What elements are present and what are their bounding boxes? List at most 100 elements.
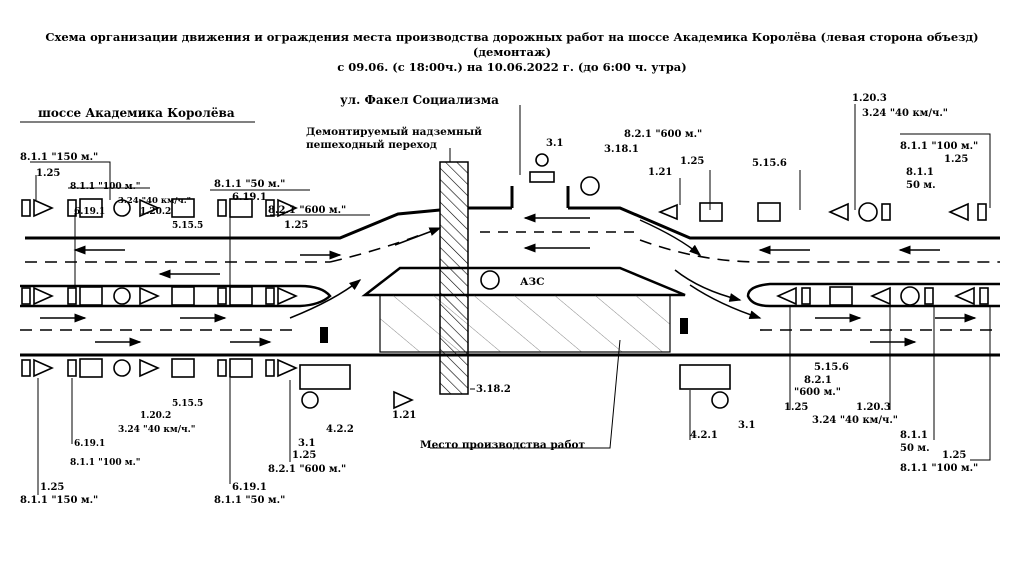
sign-label: 3.24 "40 км/ч." — [118, 196, 191, 206]
no-entry-sign-icon — [529, 171, 555, 183]
sign-label: 1.25 — [36, 168, 60, 179]
crossing-label-line2: пешеходный переход — [306, 139, 437, 151]
lane-markings — [20, 231, 1000, 331]
no-turn-sign-icon — [580, 176, 600, 196]
sign-label: 8.1.1 "100 м." — [70, 182, 140, 192]
lane-sign-icon — [79, 198, 103, 218]
sign-label: "600 м." — [794, 387, 841, 398]
leader-lines — [30, 104, 991, 495]
sign-group-center-top — [480, 153, 987, 290]
lane-sign-icon — [829, 286, 853, 306]
sign-label: 1.25 — [680, 156, 704, 167]
circle-sign-icon — [113, 359, 131, 377]
pedestrian-crossing — [439, 161, 469, 395]
sign-label: 50 м. — [906, 180, 936, 191]
sign-label: 1.25 — [40, 482, 64, 493]
sign-label: 4.2.2 — [326, 424, 354, 435]
sign-label: 1.21 — [392, 410, 416, 421]
sign-label: 8.2.1 — [804, 375, 832, 386]
sign-label: 8.2.1 "600 м." — [268, 464, 346, 475]
lane-sign-icon — [79, 286, 103, 306]
circle-sign-icon — [711, 391, 729, 409]
circle-sign-icon — [900, 286, 920, 306]
lane-sign-icon — [229, 286, 253, 306]
street-name-main: шоссе Академика Королёва — [38, 106, 235, 120]
sign-label: 1.25 — [284, 220, 308, 231]
traffic-light-icon — [680, 318, 688, 334]
sign-label: 3.24 "40 км/ч." — [118, 425, 195, 435]
work-zone-label: Место производства работ — [420, 439, 585, 451]
sign-label: 3.1 — [298, 438, 315, 449]
sign-group-right-median — [679, 286, 989, 409]
sign-label: 1.20.2 — [140, 411, 171, 421]
triangle-sign-icon — [277, 286, 298, 306]
sign-label: 3.18.1 — [604, 144, 639, 155]
street-name-cross: ул. Факел Социализма — [340, 93, 499, 107]
sign-plate — [67, 287, 77, 305]
circle-sign-icon — [113, 287, 131, 305]
sign-label: 8.1.1 "150 м." — [20, 152, 98, 163]
sign-label: 6.19.1 — [232, 482, 267, 493]
triangle-sign-icon — [776, 286, 797, 306]
lane-sign-icon — [79, 358, 103, 378]
traffic-light-icon — [320, 327, 328, 343]
diagram-subtitle: (демонтаж) — [472, 45, 552, 59]
diagram-title: Схема организации движения и ограждения … — [45, 30, 979, 44]
sign-label: 8.1.1 "50 м." — [214, 179, 285, 190]
triangle-sign-icon — [393, 390, 414, 410]
sign-label: 6.19.1 — [232, 192, 267, 203]
sign-label: 8.1.1 "100 м." — [70, 458, 140, 468]
triangle-sign-icon — [139, 286, 160, 306]
sign-label: 1.25 — [784, 402, 808, 413]
sign-label: 3.24 "40 км/ч." — [812, 415, 898, 426]
sign-group-top-left — [21, 198, 298, 218]
sign-label: 8.2.1 "600 м." — [624, 129, 702, 140]
sign-label: 8.1.1 "150 м." — [20, 495, 98, 506]
lane-sign-icon — [171, 198, 195, 218]
lane-sign-icon — [171, 358, 195, 378]
triangle-sign-icon — [954, 286, 975, 306]
sign-label: 8.1.1 "100 м." — [900, 463, 978, 474]
triangle-sign-icon — [828, 202, 849, 222]
circle-sign-icon — [113, 199, 131, 217]
sign-label: 3.1 — [738, 420, 755, 431]
lane-sign-icon — [171, 286, 195, 306]
sign-label: 1.20.3 — [852, 93, 887, 104]
sign-label: 8.1.1 — [906, 167, 934, 178]
sign-label: 8.1.1 "100 м." — [900, 141, 978, 152]
traffic-arrows — [40, 213, 977, 347]
sign-label: 1.21 — [648, 167, 672, 178]
sign-label: 5.15.5 — [172, 399, 203, 409]
sign-label: 8.1.1 "50 м." — [214, 495, 285, 506]
triangle-sign-icon — [948, 202, 969, 222]
triangle-sign-icon — [139, 358, 160, 378]
lane-sign-icon — [229, 358, 253, 378]
sign-label: 4.2.1 — [690, 430, 718, 441]
triangle-sign-icon — [277, 358, 298, 378]
sign-group-left-median — [21, 286, 298, 306]
triangle-sign-icon — [657, 203, 678, 221]
sign-label: 1.25 — [944, 154, 968, 165]
detour-sign-icon — [299, 364, 351, 390]
gas-station-label: АЗС — [520, 276, 544, 288]
sign-group-left-bottom — [21, 358, 414, 410]
sign-label: 1.25 — [942, 450, 966, 461]
circle-sign-icon — [301, 391, 319, 409]
sign-label: 1.20.3 — [856, 402, 891, 413]
sign-label: 5.15.6 — [814, 362, 849, 373]
sign-label: 8.2.1 "600 м." — [268, 205, 346, 216]
triangle-sign-icon — [277, 198, 298, 218]
sign-label: 3.24 "40 км/ч." — [862, 108, 948, 119]
sign-label: 50 м. — [900, 443, 930, 454]
road-edges — [20, 186, 1000, 357]
sign-label: 1.25 — [292, 450, 316, 461]
crossing-label-line1: Демонтируемый надземный — [306, 126, 482, 138]
no-turn-sign-icon — [480, 270, 500, 290]
lane-sign-icon — [699, 202, 723, 222]
lane-sign-icon — [757, 202, 781, 222]
triangle-sign-icon — [33, 286, 54, 306]
sign-label: 5.15.5 — [172, 221, 203, 231]
circle-sign-icon — [858, 202, 878, 222]
sign-label: 6.19.1 — [74, 439, 105, 449]
